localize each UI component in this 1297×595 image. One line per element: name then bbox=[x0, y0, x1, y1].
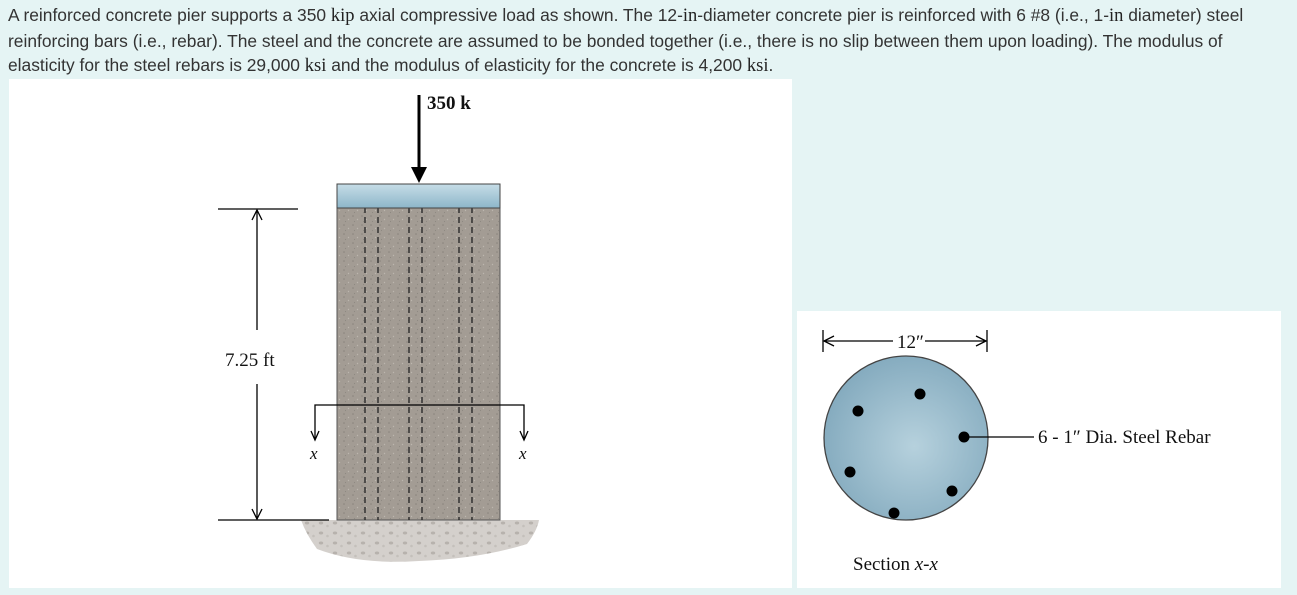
diameter-arrow-left bbox=[822, 335, 835, 347]
load-arrowhead bbox=[411, 167, 427, 183]
ground bbox=[301, 520, 539, 562]
problem-statement: A reinforced concrete pier supports a 35… bbox=[8, 5, 1244, 76]
rebar-dot bbox=[844, 466, 856, 478]
pier-elevation-figure: 350 k 7.25 ft x x bbox=[9, 79, 792, 588]
rebar-dot bbox=[888, 507, 900, 519]
dim-arrow-bottom bbox=[251, 508, 263, 521]
section-cut-line bbox=[314, 404, 525, 439]
dim-arrow-top bbox=[251, 208, 263, 221]
section-mark-left: x bbox=[309, 444, 318, 463]
section-xx-figure: 12″ 6 - 1″ Dia. Steel Rebar Section x-x bbox=[797, 311, 1281, 588]
section-mark-right: x bbox=[518, 444, 527, 463]
height-label: 7.25 ft bbox=[225, 350, 275, 371]
rebar-lines bbox=[364, 207, 473, 520]
rebar-dot bbox=[946, 485, 958, 497]
rebar-dot bbox=[914, 388, 926, 400]
diameter-label: 12″ bbox=[897, 332, 924, 353]
concrete-pier bbox=[336, 206, 501, 521]
section-arrow-left bbox=[310, 430, 320, 442]
rebar-label: 6 - 1″ Dia. Steel Rebar bbox=[1038, 427, 1211, 448]
section-arrow-right bbox=[519, 430, 529, 442]
concrete-section bbox=[823, 355, 989, 521]
load-label: 350 k bbox=[427, 93, 471, 114]
diameter-arrow-right bbox=[975, 335, 988, 347]
pier-elevation-drawing: 350 k 7.25 ft x x bbox=[218, 93, 539, 562]
bearing-plate bbox=[336, 183, 501, 209]
section-title: Section x-x bbox=[853, 554, 939, 575]
cross-section-drawing: 12″ 6 - 1″ Dia. Steel Rebar Section x-x bbox=[822, 330, 1211, 575]
rebar-dot bbox=[852, 405, 864, 417]
